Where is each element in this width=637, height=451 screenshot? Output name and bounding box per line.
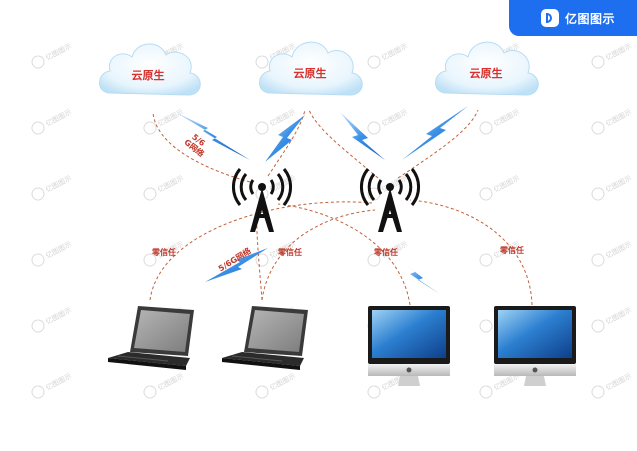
watermark: 亿图图示 — [31, 107, 73, 135]
svg-text:亿图图示: 亿图图示 — [380, 173, 409, 194]
lightning-icon — [402, 262, 440, 294]
watermark: 亿图图示 — [31, 239, 73, 267]
tower-1 — [232, 168, 292, 232]
wireless-label-upper: 5/6 G网络 — [182, 131, 211, 159]
cloud-3: 云原生 — [435, 41, 539, 96]
watermark: 亿图图示 — [591, 239, 633, 267]
svg-text:亿图图示: 亿图图示 — [604, 371, 633, 392]
watermark: 亿图图示 — [591, 305, 633, 333]
watermark: 亿图图示 — [591, 107, 633, 135]
laptop-icon — [108, 306, 194, 370]
cloud-icon — [435, 41, 539, 96]
watermark: 亿图图示 — [367, 41, 409, 69]
lightning-icon — [175, 112, 250, 160]
watermark: 亿图图示 — [31, 41, 73, 69]
laptop-1 — [108, 306, 194, 370]
cloud-label: 云原生 — [294, 66, 327, 80]
cloud-label: 云原生 — [470, 66, 503, 80]
lightning-icon — [205, 248, 268, 282]
svg-text:亿图图示: 亿图图示 — [44, 107, 73, 128]
connection-lines — [149, 109, 533, 306]
svg-text:亿图图示: 亿图图示 — [44, 371, 73, 392]
svg-text:亿图图示: 亿图图示 — [604, 41, 633, 62]
svg-text:亿图图示: 亿图图示 — [44, 239, 73, 260]
svg-text:亿图图示: 亿图图示 — [156, 173, 185, 194]
monitor-1 — [368, 306, 450, 386]
cloud-icon — [99, 43, 201, 96]
svg-text:亿图图示: 亿图图示 — [268, 371, 297, 392]
svg-text:亿图图示: 亿图图示 — [604, 107, 633, 128]
svg-text:亿图图示: 亿图图示 — [492, 107, 521, 128]
zero-trust-label: 零信任 — [373, 247, 398, 257]
wireless-bolts — [175, 106, 468, 294]
monitor-2 — [494, 306, 576, 386]
svg-text:亿图图示: 亿图图示 — [44, 173, 73, 194]
link-monitor1-tower1 — [277, 203, 411, 306]
svg-text:亿图图示: 亿图图示 — [604, 239, 633, 260]
watermark: 亿图图示 — [591, 41, 633, 69]
svg-text:亿图图示: 亿图图示 — [44, 41, 73, 62]
watermark: 亿图图示 — [143, 107, 185, 135]
svg-text:亿图图示: 亿图图示 — [44, 305, 73, 326]
laptop-2 — [222, 306, 308, 370]
watermark: 亿图图示 — [479, 107, 521, 135]
svg-text:亿图图示: 亿图图示 — [492, 173, 521, 194]
tower-icon — [360, 168, 420, 206]
zero-trust-label: 零信任 — [151, 247, 176, 257]
watermark: 亿图图示 — [143, 173, 185, 201]
edraw-logo-icon — [541, 9, 559, 27]
link-laptop1-tower2 — [149, 201, 373, 301]
imac-icon — [368, 306, 450, 386]
cloud-icon — [259, 41, 363, 96]
link-monitor2-tower2 — [409, 199, 533, 306]
brand-name: 亿图图示 — [565, 12, 616, 26]
link-tower1-cloud2 — [267, 109, 306, 177]
lightning-icon — [340, 112, 385, 160]
watermark: 亿图图示 — [143, 371, 185, 399]
cloud-label: 云原生 — [132, 68, 165, 82]
watermark: 亿图图示 — [255, 371, 297, 399]
watermark: 亿图图示 — [31, 173, 73, 201]
watermark: 亿图图示 — [591, 371, 633, 399]
lightning-icon — [265, 115, 305, 162]
lightning-icon — [402, 106, 468, 160]
cloud-2: 云原生 — [259, 41, 363, 96]
svg-text:亿图图示: 亿图图示 — [380, 41, 409, 62]
link-laptop2-tower2 — [261, 209, 376, 301]
watermark: 亿图图示 — [479, 173, 521, 201]
watermark: 亿图图示 — [367, 107, 409, 135]
tower-2 — [360, 168, 420, 232]
cloud-1: 云原生 — [99, 43, 201, 96]
svg-text:亿图图示: 亿图图示 — [156, 371, 185, 392]
svg-text:亿图图示: 亿图图示 — [156, 107, 185, 128]
laptop-icon — [222, 306, 308, 370]
watermark: 亿图图示 — [31, 305, 73, 333]
watermark: 亿图图示 — [591, 173, 633, 201]
watermark: 亿图图示 — [31, 371, 73, 399]
svg-text:亿图图示: 亿图图示 — [604, 305, 633, 326]
link-tower1-cloud1 — [152, 111, 251, 183]
zero-trust-label: 零信任 — [277, 247, 302, 257]
link-tower2-cloud2 — [308, 109, 379, 179]
brand-badge: 亿图图示 — [509, 0, 637, 36]
zero-trust-label: 零信任 — [499, 245, 524, 255]
svg-text:亿图图示: 亿图图示 — [380, 107, 409, 128]
link-tower2-cloud3 — [397, 109, 479, 179]
imac-icon — [494, 306, 576, 386]
svg-text:亿图图示: 亿图图示 — [604, 173, 633, 194]
